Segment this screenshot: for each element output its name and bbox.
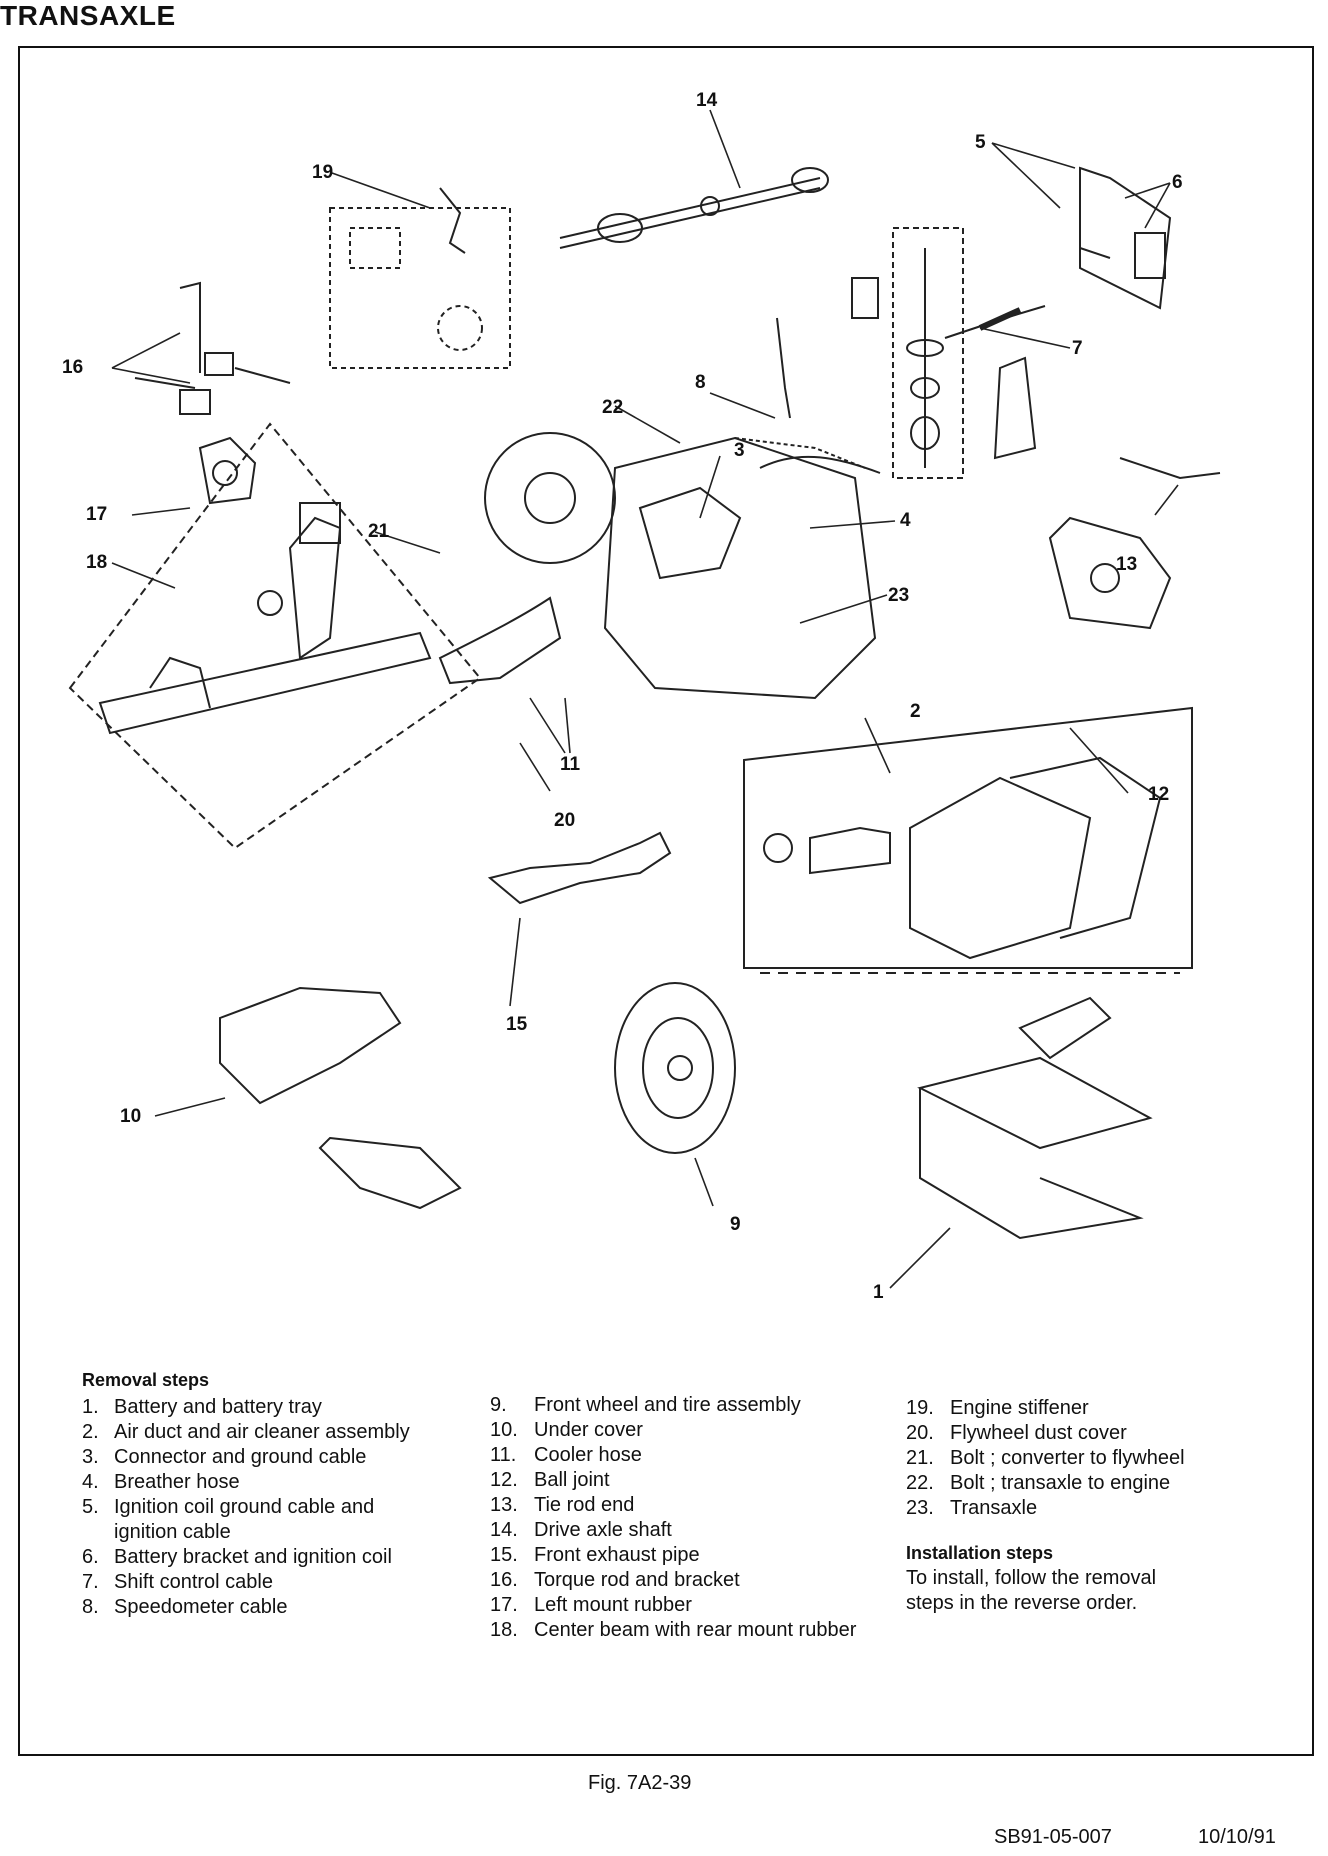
callout-4: 4: [900, 510, 911, 531]
callout-9: 9: [730, 1214, 741, 1235]
callout-8: 8: [695, 372, 706, 393]
removal-step: 11.Cooler hose: [490, 1444, 642, 1466]
callout-3: 3: [734, 440, 745, 461]
engine-stiffener-assembly: [329, 207, 511, 369]
callout-11: 11: [560, 754, 581, 775]
callout-13: 13: [1116, 554, 1137, 575]
removal-step: 9.Front wheel and tire assembly: [490, 1394, 801, 1416]
removal-step: 17.Left mount rubber: [490, 1594, 692, 1616]
callout-labels: 14 19 5 6 7 8 22 3 4 13 23 2 12 16 17 18…: [62, 90, 1183, 1303]
removal-step: 16.Torque rod and bracket: [490, 1569, 740, 1591]
callout-5: 5: [975, 132, 986, 153]
callout-21: 21: [368, 521, 390, 542]
figure-caption: Fig. 7A2-39: [588, 1772, 692, 1794]
bulletin-code: SB91-05-007: [994, 1826, 1112, 1848]
callout-23: 23: [888, 585, 909, 606]
page-title: TRANSAXLE: [0, 0, 176, 31]
removal-step: 1.Battery and battery tray: [82, 1396, 322, 1418]
leader-lines: [111, 109, 1179, 1289]
callout-22: 22: [602, 397, 623, 418]
tie-rod-end-part: [1119, 457, 1221, 480]
removal-step: 12.Ball joint: [490, 1469, 610, 1491]
callout-14: 14: [696, 90, 718, 111]
removal-step: 14.Drive axle shaft: [490, 1519, 672, 1541]
flywheel-dust-cover-part: [438, 596, 562, 685]
battery-tray-part: [917, 996, 1153, 1240]
callout-1: 1: [873, 1282, 884, 1303]
removal-step: 7.Shift control cable: [82, 1571, 273, 1593]
speedometer-cable-part: [776, 317, 791, 419]
engine-stiffener-bracket: [439, 187, 466, 254]
callout-6: 6: [1172, 172, 1183, 193]
transaxle-body-part: [484, 432, 881, 700]
ball-joint-part: [1048, 516, 1172, 630]
removal-step: 18.Center beam with rear mount rubber: [490, 1619, 857, 1641]
callout-19: 19: [312, 162, 333, 183]
callout-2: 2: [910, 701, 921, 722]
removal-steps-col-3: 19.Engine stiffener 20.Flywheel dust cov…: [906, 1396, 1266, 1616]
removal-step: 23.Transaxle: [906, 1497, 1038, 1519]
shift-control-cable-part: [851, 227, 1046, 479]
removal-steps-heading: Removal steps: [82, 1370, 210, 1390]
exploded-view-diagram: 14 19 5 6 7 8 22 3 4 13 23 2 12 16 17 18…: [62, 90, 1221, 1303]
callout-10: 10: [120, 1106, 141, 1127]
callout-12: 12: [1148, 784, 1169, 805]
front-wheel-part: [614, 982, 736, 1154]
callout-18: 18: [86, 552, 107, 573]
removal-steps-col-1: Removal steps 1.Battery and battery tray…: [82, 1368, 442, 1620]
callout-20: 20: [554, 810, 575, 831]
torque-rod-part: [134, 281, 291, 415]
figure-frame: [18, 46, 1314, 1756]
callout-7: 7: [1072, 338, 1083, 359]
callout-15: 15: [506, 1014, 528, 1035]
callout-17: 17: [86, 504, 107, 525]
drive-axle-shaft-part: [559, 167, 829, 249]
removal-step: 5.Ignition coil ground cable and ignitio…: [82, 1496, 375, 1543]
installation-steps-heading: Installation steps: [906, 1543, 1054, 1563]
air-cleaner-assembly-part: [743, 706, 1193, 974]
removal-steps-col-2: 9.Front wheel and tire assembly 10.Under…: [490, 1393, 860, 1643]
installation-steps-text: To install, follow the removal steps in …: [906, 1567, 1157, 1614]
callout-16: 16: [62, 357, 83, 378]
removal-step: 4.Breather hose: [82, 1471, 240, 1493]
under-cover-part: [219, 986, 462, 1210]
removal-step: 6.Battery bracket and ignition coil: [82, 1546, 392, 1568]
left-mount-rubber-part: [198, 436, 257, 505]
removal-step: 3.Connector and ground cable: [82, 1446, 367, 1468]
removal-step: 15.Front exhaust pipe: [490, 1544, 700, 1566]
removal-step: 10.Under cover: [490, 1419, 643, 1441]
removal-step: 8.Speedometer cable: [82, 1596, 288, 1618]
bulletin-date: 10/10/91: [1198, 1826, 1276, 1848]
battery-bracket-part: [1079, 166, 1172, 310]
center-beam-part: [68, 422, 482, 850]
removal-step: 2.Air duct and air cleaner assembly: [82, 1421, 410, 1443]
removal-step: 22.Bolt ; transaxle to engine: [906, 1472, 1171, 1494]
front-exhaust-pipe-part: [487, 831, 672, 905]
removal-step: 20.Flywheel dust cover: [906, 1422, 1127, 1444]
removal-step: 21.Bolt ; converter to flywheel: [906, 1447, 1185, 1469]
removal-step: 13.Tie rod end: [490, 1494, 635, 1516]
removal-step: 19.Engine stiffener: [906, 1397, 1089, 1419]
